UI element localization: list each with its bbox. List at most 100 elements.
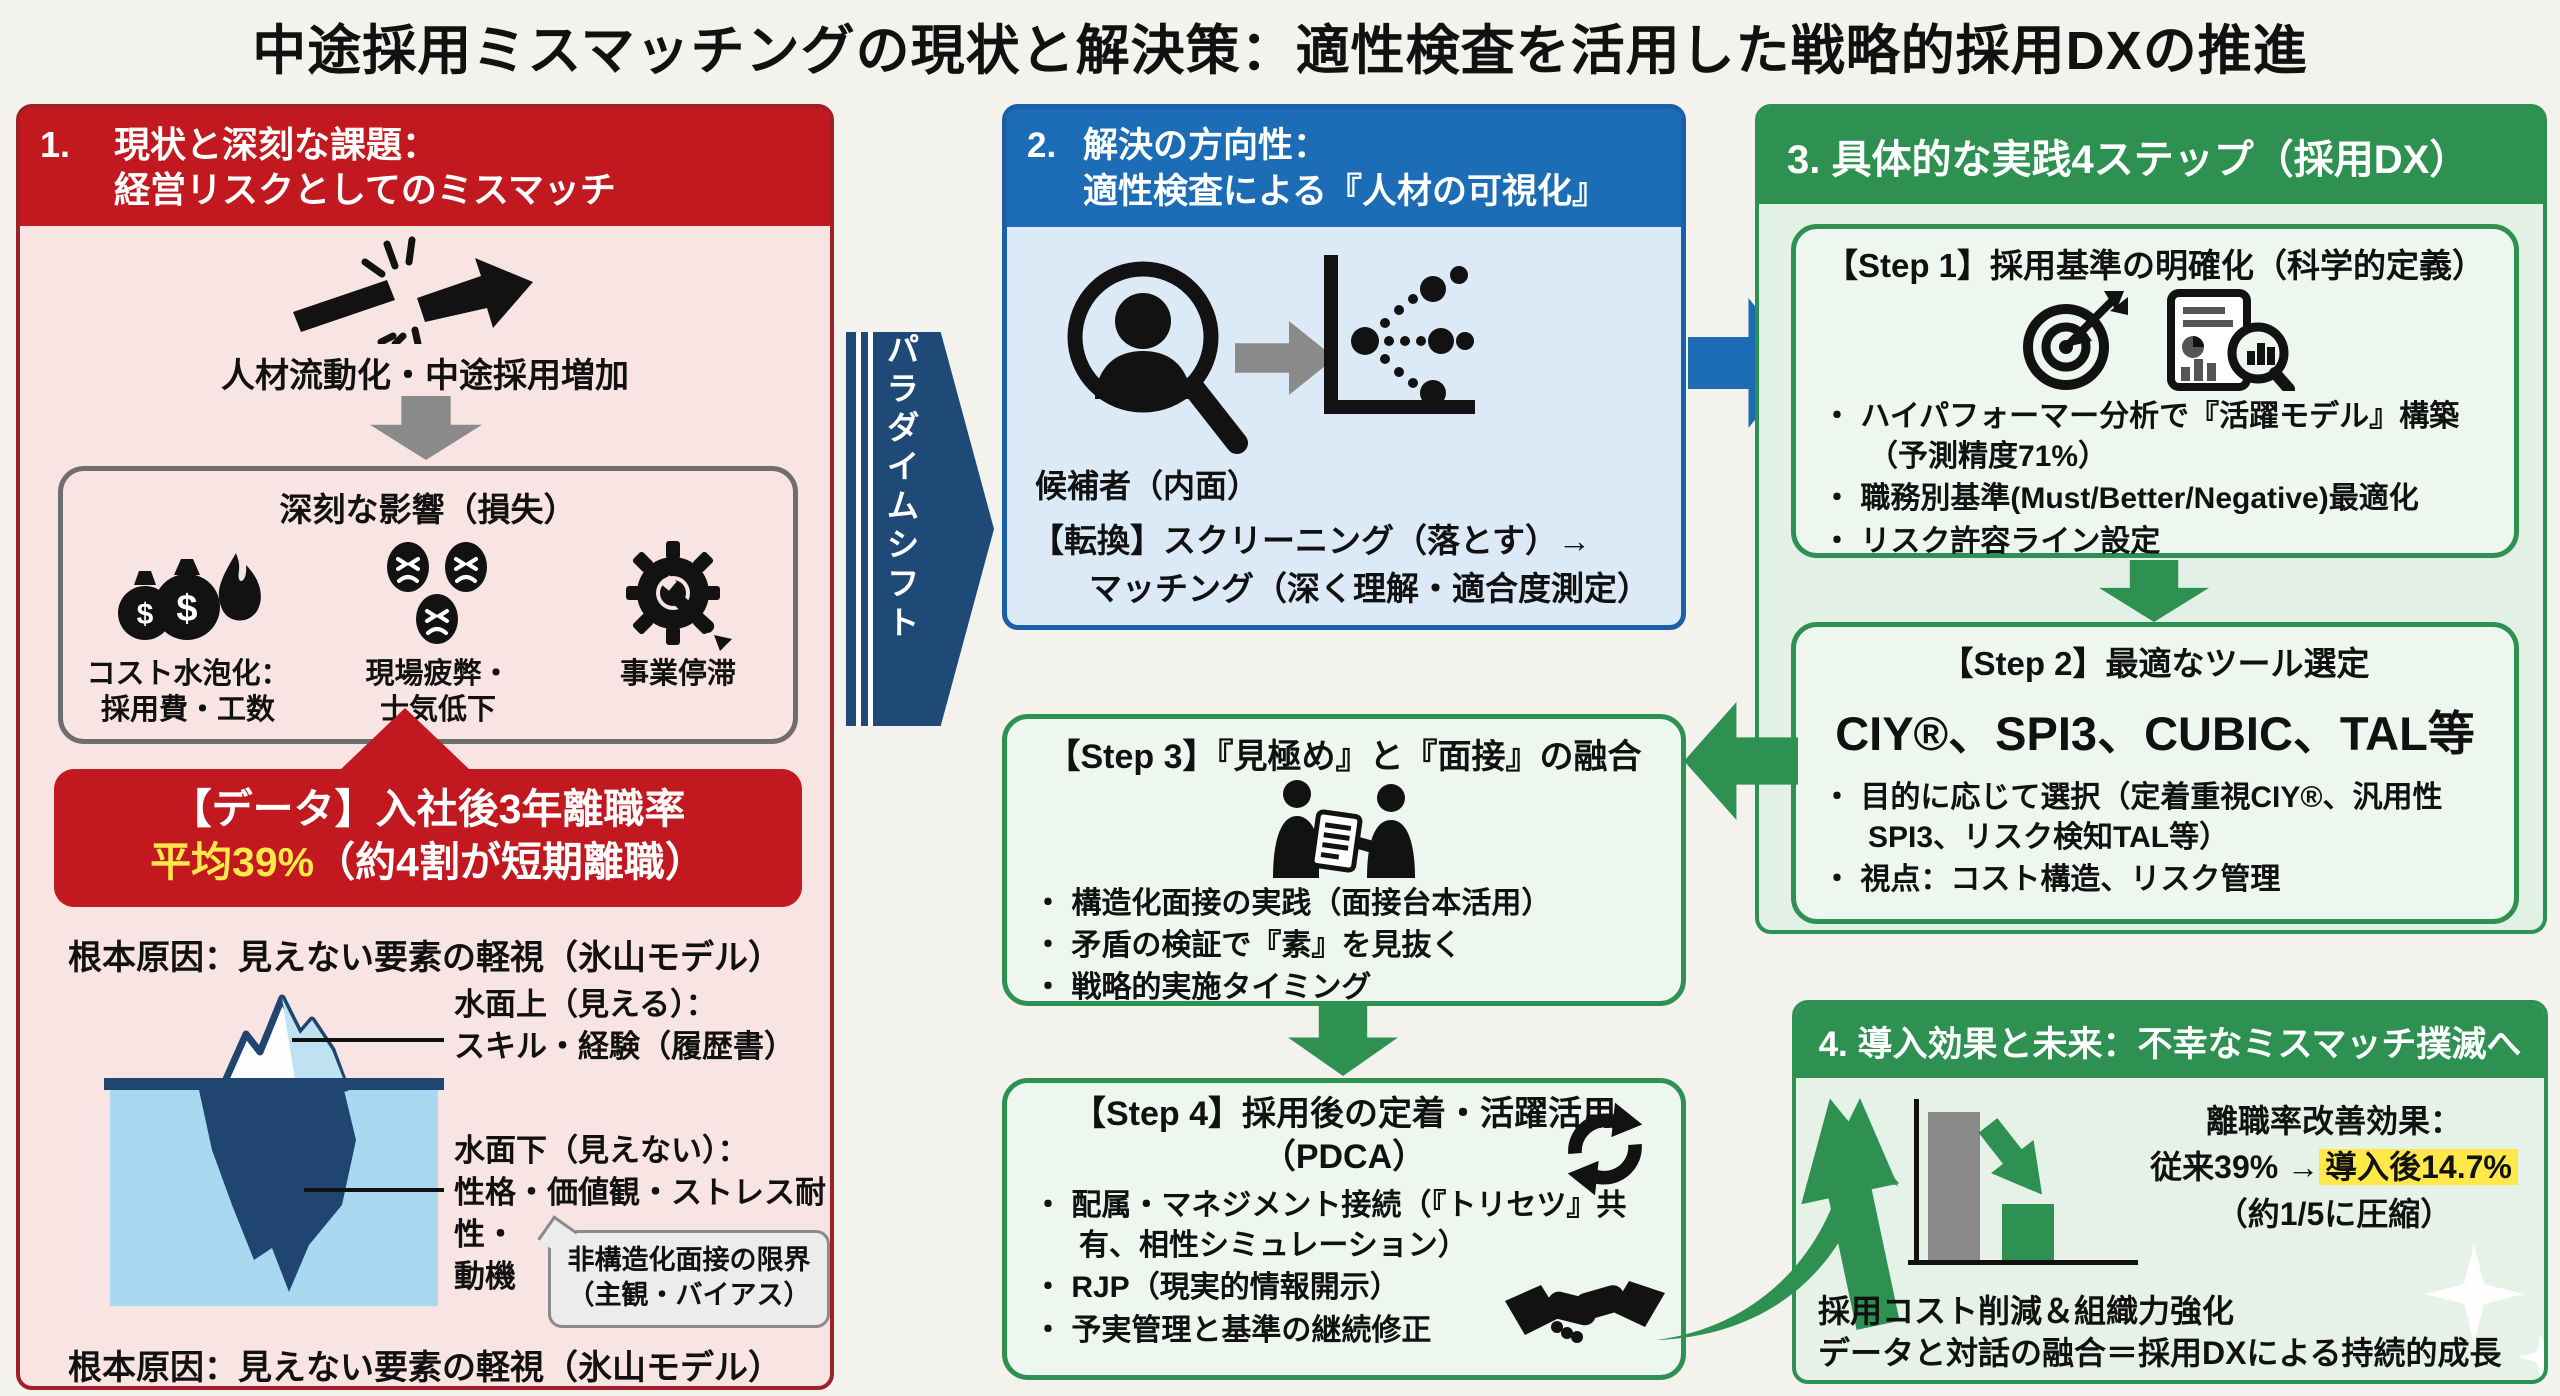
effect-highlight: 導入後14.7%: [2319, 1149, 2518, 1186]
ribbon-stripe: [868, 332, 873, 726]
handshake-icon: [1505, 1281, 1665, 1343]
improvement-down-arrow-icon: [1967, 1109, 2064, 1212]
impact-item-fatigue: 現場疲弊・ 士気低下: [323, 539, 553, 729]
root-cause-label: 根本原因：見えない要素の軽視（氷山モデル）: [68, 939, 782, 977]
effect-note: （約1/5に圧縮）: [2215, 1195, 2453, 1232]
step4-box: 【Step 4】採用後の定着・活躍活用 （PDCA） ・ 配属・マネジメント接続…: [1002, 1078, 1686, 1380]
attrition-data-box: 【データ】入社後3年離職率 平均39%（約4割が短期離職）: [54, 769, 802, 907]
step3-bullet: ・ 戦略的実施タイミング: [1033, 971, 1372, 1005]
impact-title: 深刻な影響（損失）: [279, 491, 577, 528]
pdca-cycle-icon: [1567, 1102, 1643, 1196]
step3-bullet: ・ 構造化面接の実践（面接台本活用）: [1033, 887, 1552, 920]
iceberg-below-line3: 動機: [454, 1258, 516, 1294]
panel4-bottom-line1: 採用コスト削減＆組織力強化: [1818, 1293, 2235, 1329]
impact-label: 事業停滞: [619, 658, 736, 690]
target-arrow-icon: [2022, 291, 2128, 390]
step3-box: 【Step 3】『見極め』と『面接』の融合 ・ 構造化面接の実践（面接台本活用）…: [1002, 714, 1686, 1006]
iceberg-below-label: 水面下（見えない）： 性格・価値観・ストレス耐性・ 動機: [454, 1130, 830, 1297]
step1-box: 【Step 1】採用基準の明確化（科学的定義）: [1791, 224, 2519, 558]
scatter-chart-icon: [1324, 255, 1475, 414]
step1-bullet: ・ 職務別基準(Must/Better/Negative)最適化: [1822, 482, 2419, 516]
step1-to-step2-arrow: [2099, 560, 2209, 622]
impact-label: 現場疲弊・: [365, 658, 511, 690]
panel1-number: 1.: [40, 124, 71, 165]
interview-icon: [1272, 780, 1415, 878]
down-arrow-icon: [370, 396, 482, 460]
iceberg-above-line2: スキル・経験（履歴書）: [454, 1028, 795, 1064]
sparkle-icon: [2518, 1334, 2544, 1380]
effect-values: 従来39% →導入後14.7%: [2126, 1144, 2542, 1190]
iceberg-callout-line-above: [292, 1038, 444, 1042]
impact-label: 採用費・工数: [100, 694, 275, 727]
flow-label: 人材流動化・中途採用増加: [221, 357, 629, 395]
step4-bullet: ・ RJP（現実的情報開示）: [1033, 1271, 1400, 1305]
chart-bar-after: [2002, 1204, 2054, 1260]
shift-statement: 【転換】スクリーニング（落とす）→ マッチング（深く理解・適合度測定）: [1031, 517, 1650, 613]
panel1-header-line2: 経営リスクとしてのミスマッチ: [114, 169, 616, 210]
root-cause-bottom-label: 根本原因：見えない要素の軽視（氷山モデル）: [68, 1349, 782, 1387]
shift-line2: マッチング（深く理解・適合度測定）: [1089, 569, 1650, 607]
step1-bullet: ・ ハイパフォーマー分析で『活躍モデル』構築（予測精度71%）: [1822, 400, 2460, 474]
panel-four-steps: 3. 具体的な実践4ステップ（採用DX） 【Step 1】採用基準の明確化（科学…: [1755, 104, 2547, 934]
data-box-line1: 【データ】入社後3年離職率: [170, 786, 686, 832]
panel3-header: 3. 具体的な実践4ステップ（採用DX）: [1759, 108, 2543, 204]
step3-to-step4-arrow: [1288, 1006, 1398, 1076]
chart-x-axis: [1908, 1260, 2138, 1265]
iceberg-below-line2: 性格・価値観・ストレス耐性・: [454, 1174, 826, 1252]
impact-label: 士気低下: [379, 694, 496, 727]
step1-bullet: ・ リスク許容ライン設定: [1822, 524, 2161, 558]
candidate-magnifier-icon: [1067, 261, 1248, 454]
iceberg-above-label: 水面上（見える）： スキル・経験（履歴書）: [454, 984, 795, 1068]
shift-line1: 【転換】スクリーニング（落とす）→: [1031, 522, 1592, 559]
iceberg-diagram: [104, 994, 444, 1306]
step4-bullet: ・ 予実管理と基準の継続修正: [1033, 1313, 1432, 1347]
svg-text:$: $: [176, 588, 197, 630]
swoosh-arrow-icon: [1656, 1098, 1898, 1340]
paradigm-shift-label: パラダイムシフト: [882, 332, 919, 644]
callout-line2: （主観・バイアス）: [567, 1280, 811, 1311]
candidate-label: 候補者（内面）: [1035, 468, 1260, 504]
impact-label: コスト水泡化：: [86, 658, 290, 690]
iceberg-below-line1: 水面下（見えない）：: [454, 1133, 749, 1168]
panel1-header: 1. 現状と深刻な課題： 経営リスクとしてのミスマッチ: [20, 108, 830, 226]
iceberg-above-line1: 水面上（見える）：: [454, 987, 717, 1022]
panel4-header: 4. 導入効果と未来：不幸なミスマッチ撲滅へ: [1796, 1004, 2544, 1078]
step1-title: 【Step 1】採用基準の明確化（科学的定義）: [1824, 247, 2486, 284]
step4-title-line2: （PDCA）: [1261, 1137, 1427, 1176]
step2-bullet: ・ 目的に応じて選択（定着重視CIY®、汎用性SPI3、リスク検知TAL等）: [1822, 781, 2443, 855]
step2-box: 【Step 2】最適なツール選定 CIY®、SPI3、CUBIC、TAL等 ・ …: [1791, 622, 2519, 924]
step4-bullet: ・ 配属・マネジメント接続（『トリセツ』共有、相性シミュレーション）: [1033, 1189, 1627, 1263]
broken-arrow-icon: [293, 236, 533, 344]
chart-bar-before: [1928, 1112, 1980, 1260]
page-title: 中途採用ミスマッチングの現状と解決策：適性検査を活用した戦略的採用DXの推進: [252, 21, 2308, 81]
step3-bullet: ・ 矛盾の検証で『素』を見抜く: [1033, 929, 1462, 963]
report-magnifier-icon: [2166, 289, 2295, 391]
data-box-rest: （約4割が短期離職）: [314, 839, 706, 886]
callout-line1: 非構造化面接の限界: [567, 1245, 811, 1275]
impact-box: 深刻な影響（損失） $ $ コスト水泡化： 採用費・工数: [58, 466, 798, 744]
unstructured-interview-callout: 非構造化面接の限界 （主観・バイアス）: [537, 1215, 830, 1328]
ribbon-stripe: [856, 332, 861, 726]
panel-current-issues: 1. 現状と深刻な課題： 経営リスクとしてのミスマッチ 人材流動化・中途採用増加: [16, 104, 834, 1390]
step2-title: 【Step 2】最適なツール選定: [1940, 645, 2370, 682]
panel2-number: 2.: [1027, 126, 1057, 165]
data-box-line2: 平均39%（約4割が短期離職）: [54, 836, 802, 889]
step4-title-line1: 【Step 4】採用後の定着・活躍活用: [1071, 1095, 1617, 1133]
paradigm-shift-ribbon: パラダイムシフト: [846, 332, 994, 726]
panel2-header: 2. 解決の方向性： 適性検査による『人材の可視化』: [1007, 109, 1681, 227]
panel1-header-line1: 現状と深刻な課題：: [114, 124, 439, 165]
panel2-header-line2: 適性検査による『人材の可視化』: [1083, 171, 1607, 211]
panel2-header-line1: 解決の方向性：: [1083, 126, 1329, 165]
step4-title: 【Step 4】採用後の定着・活躍活用 （PDCA）: [1007, 1093, 1681, 1178]
gear-wrench-icon: [626, 541, 732, 651]
impact-item-cost: $ $ コスト水泡化： 採用費・工数: [73, 539, 303, 729]
effect-text: 離職率改善効果： 従来39% →導入後14.7% （約1/5に圧縮）: [2126, 1098, 2542, 1237]
panel-solution-direction: 2. 解決の方向性： 適性検査による『人材の可視化』: [1002, 104, 1686, 630]
money-burn-icon: $ $: [118, 553, 261, 640]
panel-results-future: 4. 導入効果と未来：不幸なミスマッチ撲滅へ 離職率改善効果： 従来39% →導…: [1792, 1000, 2548, 1384]
effect-before: 従来39% →: [2150, 1149, 2320, 1186]
panel4-bottom-line2: データと対話の融合＝採用DXによる持続的成長: [1818, 1335, 2502, 1371]
svg-text:$: $: [137, 598, 154, 631]
impact-item-stagnation: 事業停滞: [573, 539, 783, 729]
